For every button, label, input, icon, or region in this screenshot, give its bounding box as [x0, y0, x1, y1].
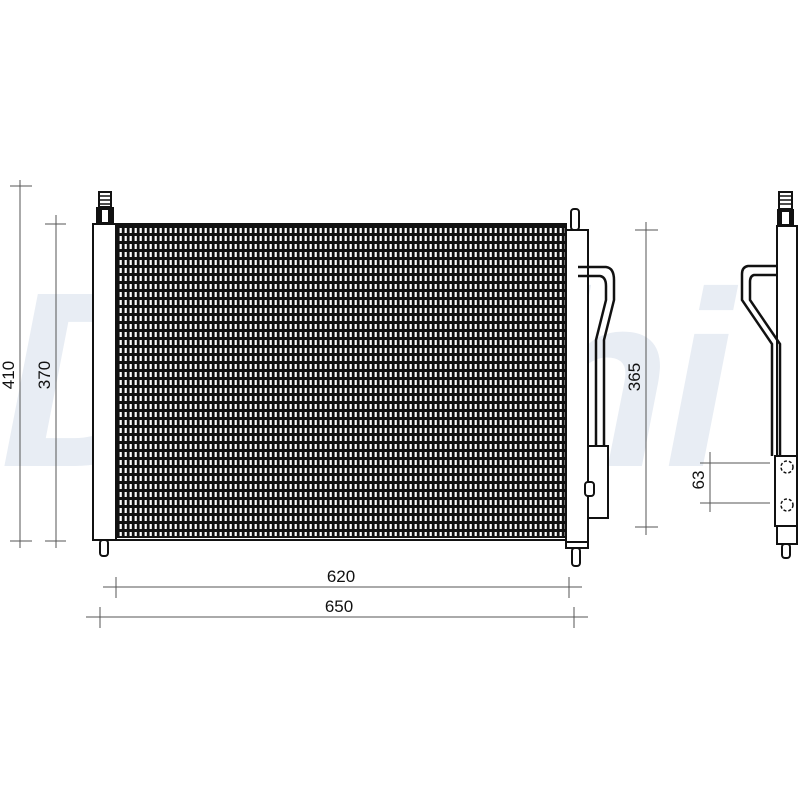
tank-height-label: 365 [625, 363, 644, 391]
core-height-label: 370 [35, 361, 54, 389]
overall-height-label: 410 [0, 361, 18, 389]
dimension-lines [10, 180, 770, 628]
side-view [740, 191, 798, 559]
core-width-label: 620 [327, 567, 355, 586]
left-tank [92, 191, 117, 557]
dimension-labels: 410 370 365 63 620 650 [0, 361, 708, 616]
bracket-spacing-label: 63 [689, 471, 708, 490]
right-tank [565, 208, 616, 567]
core-fins [115, 223, 567, 538]
overall-width-label: 650 [325, 597, 353, 616]
front-view [92, 191, 616, 567]
